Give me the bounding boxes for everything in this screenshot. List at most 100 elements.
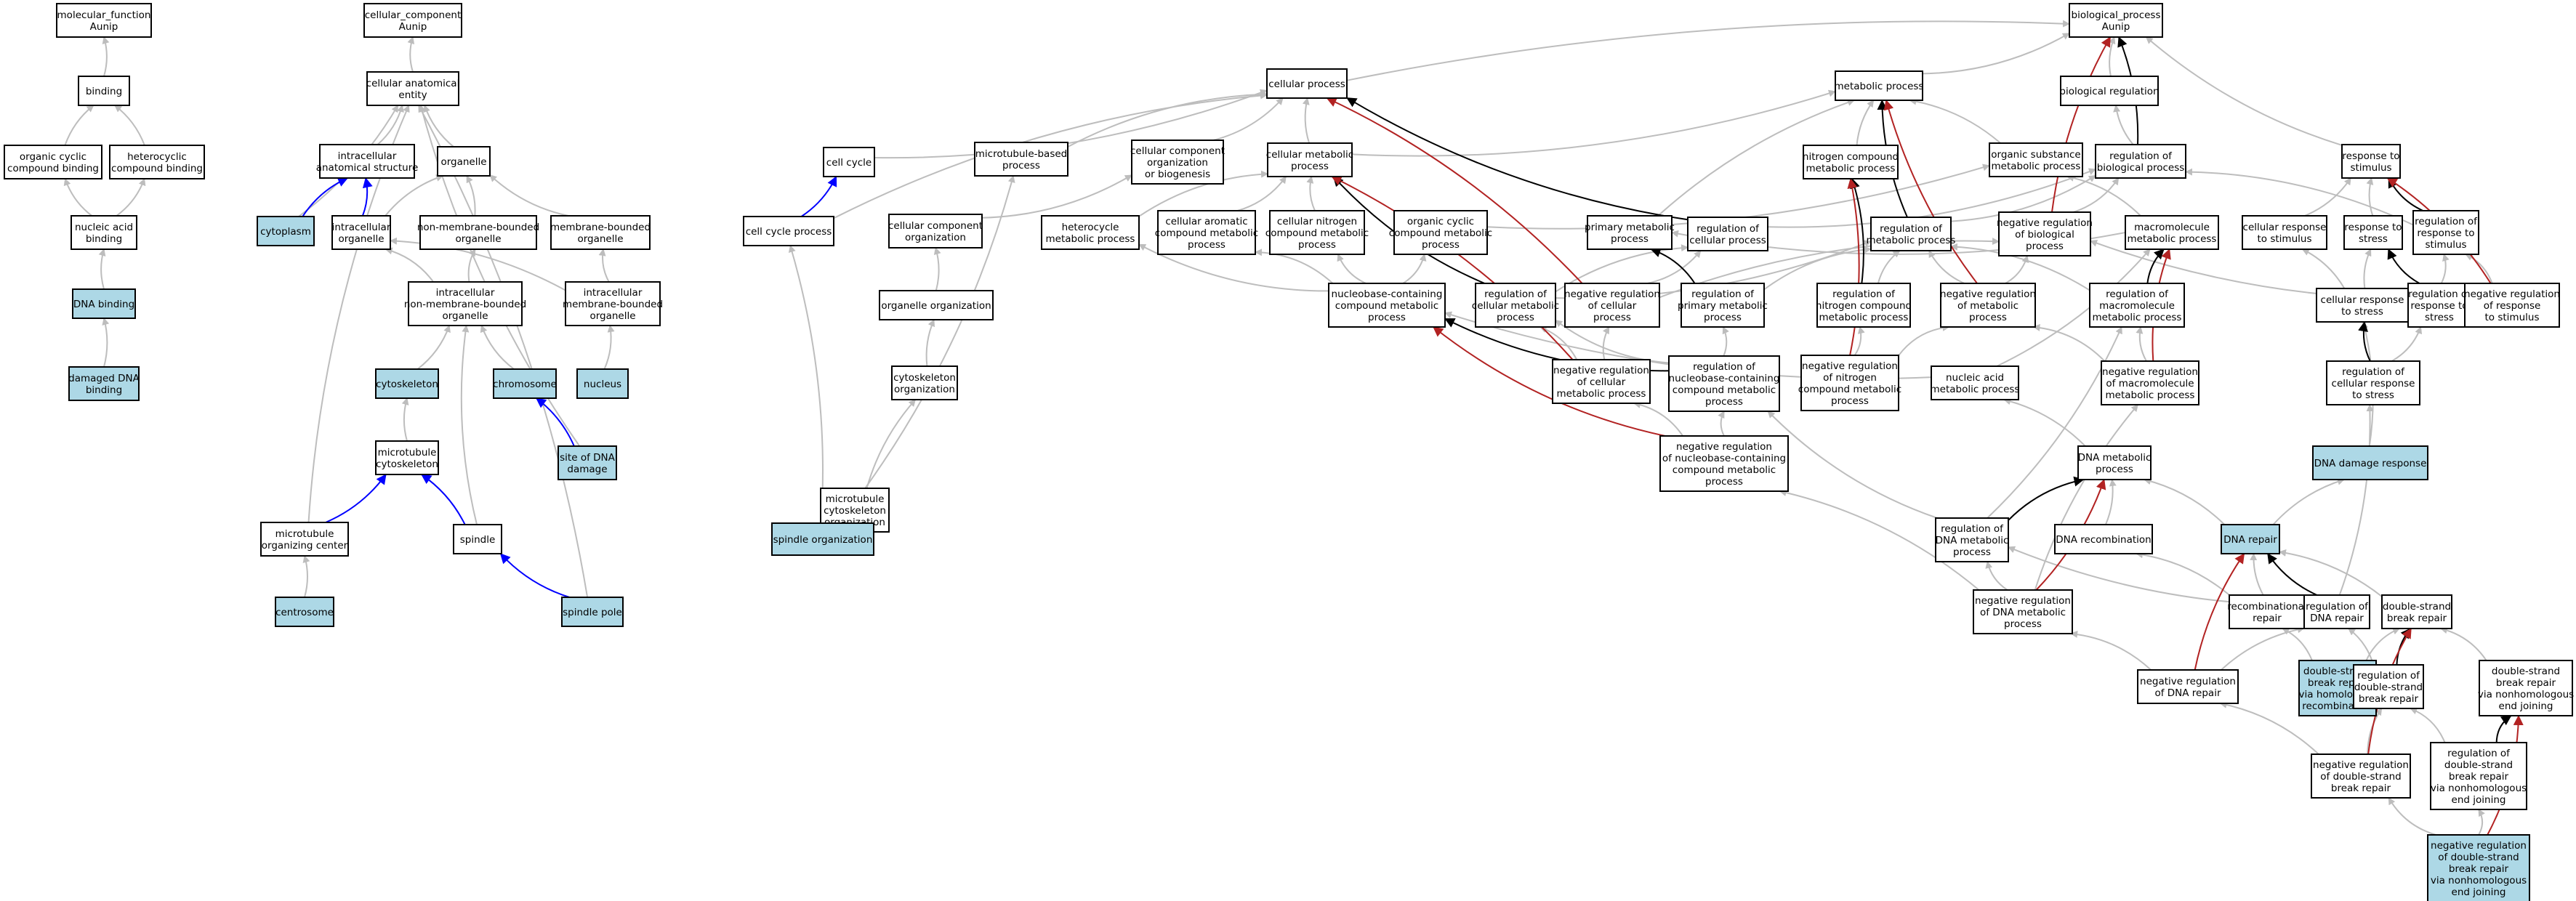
go-term-box[interactable] (1266, 68, 1348, 99)
go-term-box[interactable] (366, 71, 459, 106)
go-term-box[interactable] (558, 445, 617, 480)
go-term-box[interactable] (1681, 283, 1765, 328)
go-term-box[interactable] (2381, 594, 2452, 629)
go-term-ddr[interactable]: DNA damage response (2312, 445, 2428, 480)
go-term-box[interactable] (550, 215, 651, 250)
go-term-box[interactable] (453, 524, 502, 554)
go-term-box[interactable] (493, 368, 557, 399)
go-term-spole[interactable]: spindle pole (561, 597, 624, 627)
go-term-box[interactable] (56, 3, 152, 38)
go-term-box[interactable] (1800, 355, 1899, 411)
go-term-box[interactable] (888, 214, 983, 249)
go-term-cytoskeleton[interactable]: cytoskeleton (375, 368, 439, 399)
go-term-cp[interactable]: cellular process (1266, 68, 1348, 99)
go-term-chromosome[interactable]: chromosome (493, 368, 557, 399)
go-term-box[interactable] (565, 281, 661, 326)
go-term-box[interactable] (561, 597, 624, 627)
go-term-spindle[interactable]: spindle (453, 524, 502, 554)
go-term-box[interactable] (2077, 445, 2152, 480)
go-term-box[interactable] (1835, 70, 1923, 101)
go-term-breg[interactable]: biological regulation (2059, 76, 2160, 106)
go-term-box[interactable] (879, 290, 994, 320)
go-term-box[interactable] (2407, 283, 2471, 328)
go-term-box[interactable] (260, 522, 349, 557)
go-term-box[interactable] (576, 368, 629, 399)
go-term-binding[interactable]: binding (78, 76, 130, 106)
go-term-box[interactable] (109, 145, 205, 179)
go-term-box[interactable] (68, 366, 140, 401)
go-term-box[interactable] (2242, 215, 2327, 250)
go-term-box[interactable] (1989, 142, 2083, 177)
go-term-box[interactable] (72, 288, 136, 319)
go-term-box[interactable] (2464, 283, 2560, 328)
go-term-box[interactable] (2125, 215, 2219, 250)
go-term-box[interactable] (1940, 283, 2036, 328)
go-term-box[interactable] (2089, 283, 2185, 328)
go-term-dnab[interactable]: DNA binding (72, 288, 136, 319)
go-term-box[interactable] (1157, 210, 1256, 255)
go-term-box[interactable] (771, 522, 874, 556)
go-term-box[interactable] (4, 145, 102, 179)
go-term-box[interactable] (2316, 288, 2409, 323)
go-term-box[interactable] (78, 76, 130, 106)
go-term-box[interactable] (2343, 215, 2403, 250)
go-term-so[interactable]: spindle organization (771, 522, 874, 556)
go-term-box[interactable] (1564, 283, 1660, 328)
go-term-box[interactable] (419, 215, 537, 250)
go-term-box[interactable] (2341, 144, 2401, 179)
go-term-box[interactable] (1267, 142, 1353, 177)
go-term-box[interactable] (408, 281, 523, 326)
go-term-box[interactable] (257, 216, 315, 246)
go-term-box[interactable] (2311, 753, 2411, 799)
go-term-box[interactable] (319, 144, 415, 179)
go-term-box[interactable] (1269, 210, 1365, 255)
go-term-box[interactable] (363, 3, 462, 38)
go-term-box[interactable] (375, 368, 439, 399)
go-term-box[interactable] (2229, 594, 2306, 629)
go-term-box[interactable] (2060, 76, 2159, 106)
go-term-box[interactable] (1973, 589, 2073, 634)
go-term-oo[interactable]: organelle organization (879, 290, 994, 320)
go-term-box[interactable] (2054, 524, 2153, 554)
go-term-box[interactable] (2303, 594, 2370, 629)
go-term-box[interactable] (2353, 664, 2424, 709)
go-term-box[interactable] (375, 440, 439, 475)
go-term-box[interactable] (2479, 660, 2573, 716)
go-term-box[interactable] (891, 365, 958, 400)
go-term-box[interactable] (1687, 217, 1768, 251)
go-term-box[interactable] (743, 216, 834, 246)
go-term-dnarep[interactable]: DNA repair (2221, 524, 2280, 554)
